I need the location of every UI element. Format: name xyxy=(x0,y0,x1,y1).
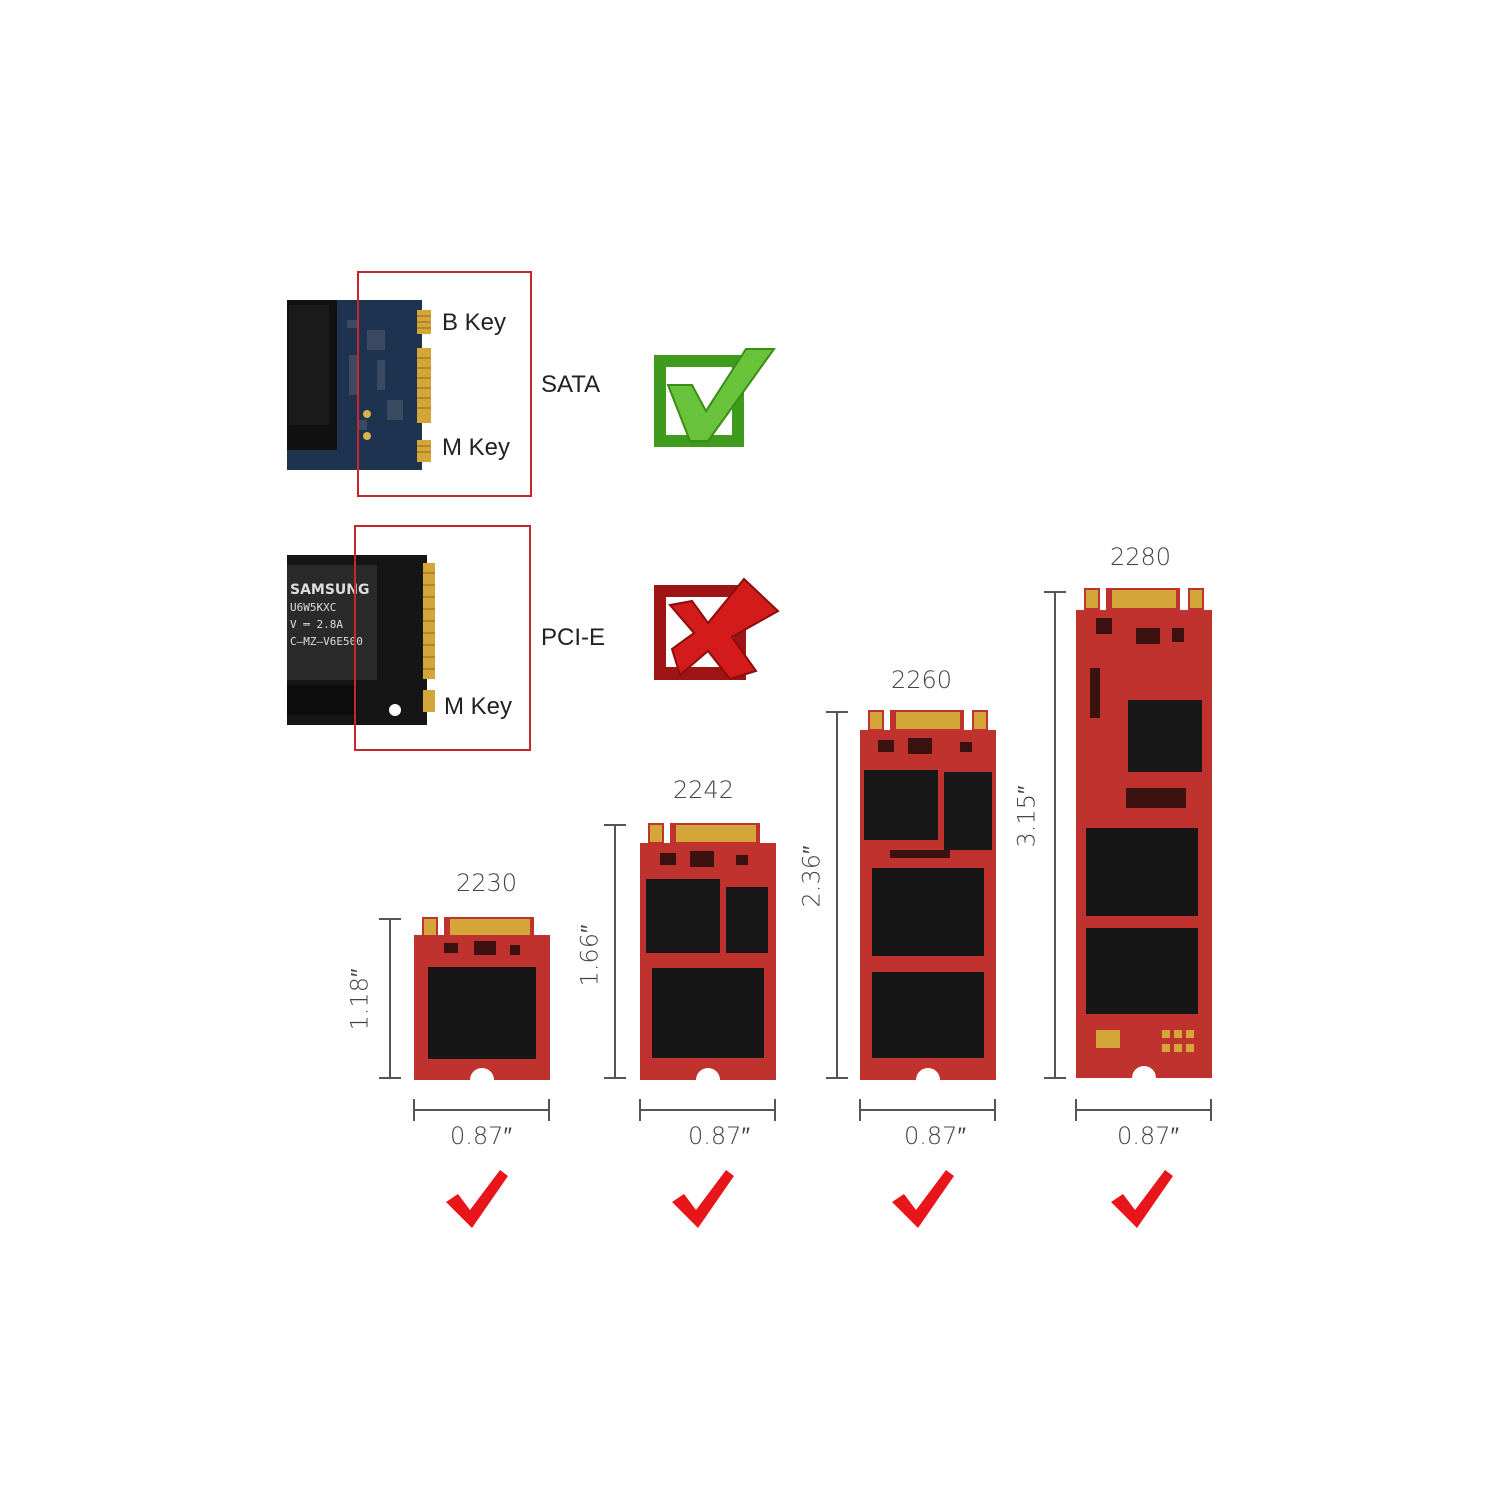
board-2280-height-label: 3.15″ xyxy=(1012,785,1041,848)
pcie-connector-highlight xyxy=(354,525,531,751)
board-2260-size-label: 2260 xyxy=(891,666,953,694)
board-2242-size-label: 2242 xyxy=(673,776,735,804)
board-2280-pcb xyxy=(1076,588,1212,1078)
board-2280-check-icon xyxy=(1109,1168,1175,1230)
chip-line-2: U6W5KXC xyxy=(290,601,337,614)
board-2280-height-dimension xyxy=(1044,591,1066,1079)
pcie-interface-label: PCI-E xyxy=(541,624,606,651)
board-2242-width-dimension xyxy=(639,1099,776,1121)
pcie-chip-text: SAMSUNG U6W5KXC V ═ 2.8A C–MZ–V6E500 xyxy=(290,582,380,650)
board-2230-width-dimension xyxy=(413,1099,550,1121)
sata-m-key-label: M Key xyxy=(442,434,511,461)
board-2242-pcb xyxy=(640,823,776,1080)
red-x-icon xyxy=(650,575,785,685)
board-2230-pcb xyxy=(414,917,550,1080)
board-2230-width-label: 0.87″ xyxy=(450,1122,512,1150)
board-2280-width-label: 0.87″ xyxy=(1117,1122,1179,1150)
board-2260-height-dimension xyxy=(826,711,848,1079)
board-2280-width-dimension xyxy=(1075,1099,1212,1121)
chip-line-3: V ═ 2.8A xyxy=(290,618,343,631)
board-2230-height-label: 1.18″ xyxy=(345,968,374,1031)
board-2260-width-label: 0.87″ xyxy=(904,1122,966,1150)
board-2242-height-dimension xyxy=(604,824,626,1079)
board-2242-width-label: 0.87″ xyxy=(688,1122,750,1150)
pcie-m-key-label: M Key xyxy=(444,693,513,720)
board-2260-pcb xyxy=(860,710,996,1080)
board-2280-size-label: 2280 xyxy=(1110,543,1172,571)
board-2242-check-icon xyxy=(670,1168,736,1230)
board-2260-width-dimension xyxy=(859,1099,996,1121)
pcie-ssd-photo xyxy=(287,555,437,725)
board-2230-size-label: 2230 xyxy=(456,869,518,897)
board-2260-height-label: 2.36″ xyxy=(797,845,826,908)
sata-interface-label: SATA xyxy=(541,371,601,398)
sata-ssd-photo xyxy=(287,300,437,470)
sata-b-key-label: B Key xyxy=(442,309,507,336)
board-2260-check-icon xyxy=(890,1168,956,1230)
board-2230-check-icon xyxy=(444,1168,510,1230)
board-2242-height-label: 1.66″ xyxy=(575,924,604,987)
chip-brand: SAMSUNG xyxy=(290,582,370,598)
green-checkmark-icon xyxy=(650,345,780,450)
sata-connector-highlight xyxy=(357,271,532,497)
chip-line-4: C–MZ–V6E500 xyxy=(290,635,363,648)
board-2230-height-dimension xyxy=(379,918,401,1079)
